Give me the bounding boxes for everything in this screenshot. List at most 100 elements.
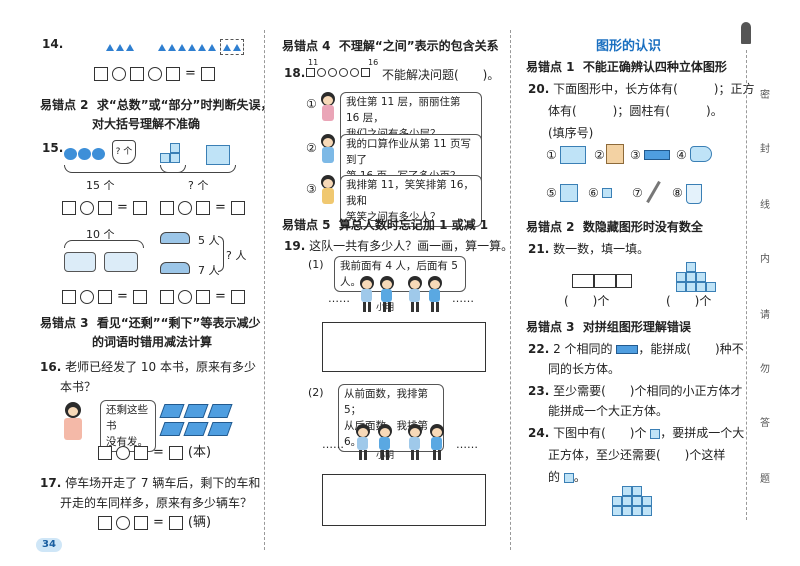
equation-row: = bbox=[62, 290, 147, 304]
error-point-heading: 易错点 3 看见“还剩”“剩下”等表示减少 bbox=[40, 316, 261, 330]
triangle-groups-image bbox=[105, 39, 245, 55]
column-divider bbox=[510, 30, 511, 550]
question-text: 16. 老师已经发了 10 本书，原来有多少 bbox=[40, 360, 256, 374]
answer-box[interactable] bbox=[230, 290, 245, 304]
cube-structure-image bbox=[612, 486, 652, 522]
answer-box[interactable] bbox=[132, 290, 147, 304]
operator-circle[interactable] bbox=[112, 67, 126, 81]
teacher-image bbox=[62, 402, 84, 442]
brace bbox=[64, 240, 144, 248]
speech-bubble: 从前面数，我排第 5；从后面数，我排第 6。 bbox=[338, 384, 444, 452]
seal-line bbox=[746, 50, 747, 520]
brace-label: 10 个 bbox=[86, 228, 115, 241]
car-label: 5 人 bbox=[198, 234, 220, 247]
name-label: 小明 bbox=[376, 451, 395, 461]
answer-box[interactable] bbox=[230, 201, 245, 215]
number-label: 11 bbox=[308, 58, 319, 67]
drawing-area[interactable] bbox=[322, 474, 486, 526]
operator-circle[interactable] bbox=[80, 290, 94, 304]
shape-label: ⑥ bbox=[588, 186, 599, 200]
fill-blank[interactable]: ( )个 bbox=[666, 294, 712, 308]
question-text: 能拼成一个大正方体。 bbox=[548, 404, 669, 418]
answer-box[interactable] bbox=[98, 516, 112, 530]
answer-box[interactable] bbox=[130, 67, 144, 81]
question-text: 本书？ bbox=[60, 380, 97, 394]
cube-stack-image bbox=[676, 262, 716, 292]
cup-image bbox=[686, 184, 702, 204]
dice-image bbox=[602, 188, 612, 198]
question-number: 18. bbox=[284, 66, 306, 80]
operator-circle[interactable] bbox=[148, 67, 162, 81]
operator-circle[interactable] bbox=[116, 516, 130, 530]
answer-box[interactable] bbox=[196, 290, 210, 304]
cuboid-image bbox=[560, 146, 586, 164]
option-number: ① bbox=[306, 97, 317, 111]
question-text: 同的长方体。 bbox=[548, 362, 621, 376]
answer-box[interactable] bbox=[62, 290, 76, 304]
answer-box[interactable] bbox=[98, 446, 112, 460]
answer-box[interactable] bbox=[168, 446, 183, 460]
seal-char: 答 bbox=[760, 418, 770, 429]
ellipsis: …… bbox=[452, 292, 474, 305]
question-text: (填序号) bbox=[548, 126, 594, 140]
car-label: 7 人 bbox=[198, 264, 220, 277]
answer-box[interactable] bbox=[98, 290, 112, 304]
question-text: 不能解决问题( )。 bbox=[382, 68, 500, 82]
question-text: 17. 停车场开走了 7 辆车后，剩下的车和 bbox=[40, 476, 261, 490]
answer-box[interactable] bbox=[166, 67, 180, 81]
answer-box[interactable] bbox=[160, 290, 174, 304]
operator-circle[interactable] bbox=[178, 290, 192, 304]
fill-blank[interactable]: ( )个 bbox=[564, 294, 610, 308]
answer-box[interactable] bbox=[134, 446, 148, 460]
speech-bubble: 我排第 11，笑笑排第 16，我和笑笑之间有多少人？ bbox=[340, 175, 482, 227]
error-point-heading: 易错点 5 算总人数时忘记加 1 或减 1 bbox=[282, 218, 489, 232]
drawing-area[interactable] bbox=[322, 322, 486, 372]
error-point-heading: 易错点 4 不理解“之间”表示的包含关系 bbox=[282, 39, 499, 53]
children-queue-image bbox=[352, 424, 452, 466]
question-text: 21. 数一数，填一填。 bbox=[528, 242, 650, 256]
ellipsis: …… bbox=[328, 292, 350, 305]
brace-label: ? 人 bbox=[226, 249, 247, 262]
basket-image: ? 个 bbox=[112, 140, 136, 164]
operator-circle[interactable] bbox=[116, 446, 130, 460]
answer-box[interactable] bbox=[132, 201, 147, 215]
seal-char: 线 bbox=[760, 200, 770, 211]
operator-circle[interactable] bbox=[80, 201, 94, 215]
operator-circle[interactable] bbox=[178, 201, 192, 215]
question-number: 15. bbox=[42, 141, 64, 155]
apples-image bbox=[64, 148, 105, 163]
equation-row: = bbox=[62, 201, 147, 215]
answer-box[interactable] bbox=[168, 516, 183, 530]
answer-box[interactable] bbox=[196, 201, 210, 215]
shape-label: ④ bbox=[676, 148, 687, 162]
floor-sequence bbox=[306, 68, 370, 77]
answer-box[interactable] bbox=[134, 516, 148, 530]
question-text: 23. 至少需要( )个相同的小正方体才 bbox=[528, 384, 743, 398]
ellipsis: …… bbox=[322, 438, 344, 451]
seal-char: 题 bbox=[760, 474, 770, 485]
question-text: 20. 下面图形中，长方体有( )；正方 bbox=[528, 82, 755, 96]
section-title: 图形的认识 bbox=[596, 39, 662, 54]
answer-box[interactable] bbox=[94, 67, 108, 81]
question-text: 体有( )；圆柱有( )。 bbox=[548, 104, 723, 118]
brace bbox=[160, 165, 236, 173]
shape-label: ③ bbox=[630, 148, 641, 162]
question-text: 22. 2 个相同的 ，能拼成( )种不 bbox=[528, 342, 744, 356]
error-point-heading: 易错点 3 对拼组图形理解错误 bbox=[526, 320, 691, 334]
answer-box[interactable] bbox=[98, 201, 112, 215]
brace-label: ? 个 bbox=[188, 179, 209, 192]
child-image bbox=[320, 134, 336, 166]
cuboid-icon bbox=[616, 345, 639, 354]
answer-box[interactable] bbox=[160, 201, 174, 215]
column-divider bbox=[264, 30, 265, 550]
name-label: 小明 bbox=[376, 303, 395, 313]
cylinder-image bbox=[690, 146, 712, 162]
unit-label: (本) bbox=[187, 445, 212, 460]
brace-label: 15 个 bbox=[86, 179, 115, 192]
answer-box[interactable] bbox=[200, 67, 215, 81]
equation-row: = bbox=[94, 67, 215, 81]
error-point-heading: 易错点 2 求“总数”或“部分”时判断失误， bbox=[40, 98, 273, 112]
shape-label: ⑦ bbox=[632, 186, 643, 200]
seal-char: 勿 bbox=[760, 364, 770, 375]
answer-box[interactable] bbox=[62, 201, 76, 215]
